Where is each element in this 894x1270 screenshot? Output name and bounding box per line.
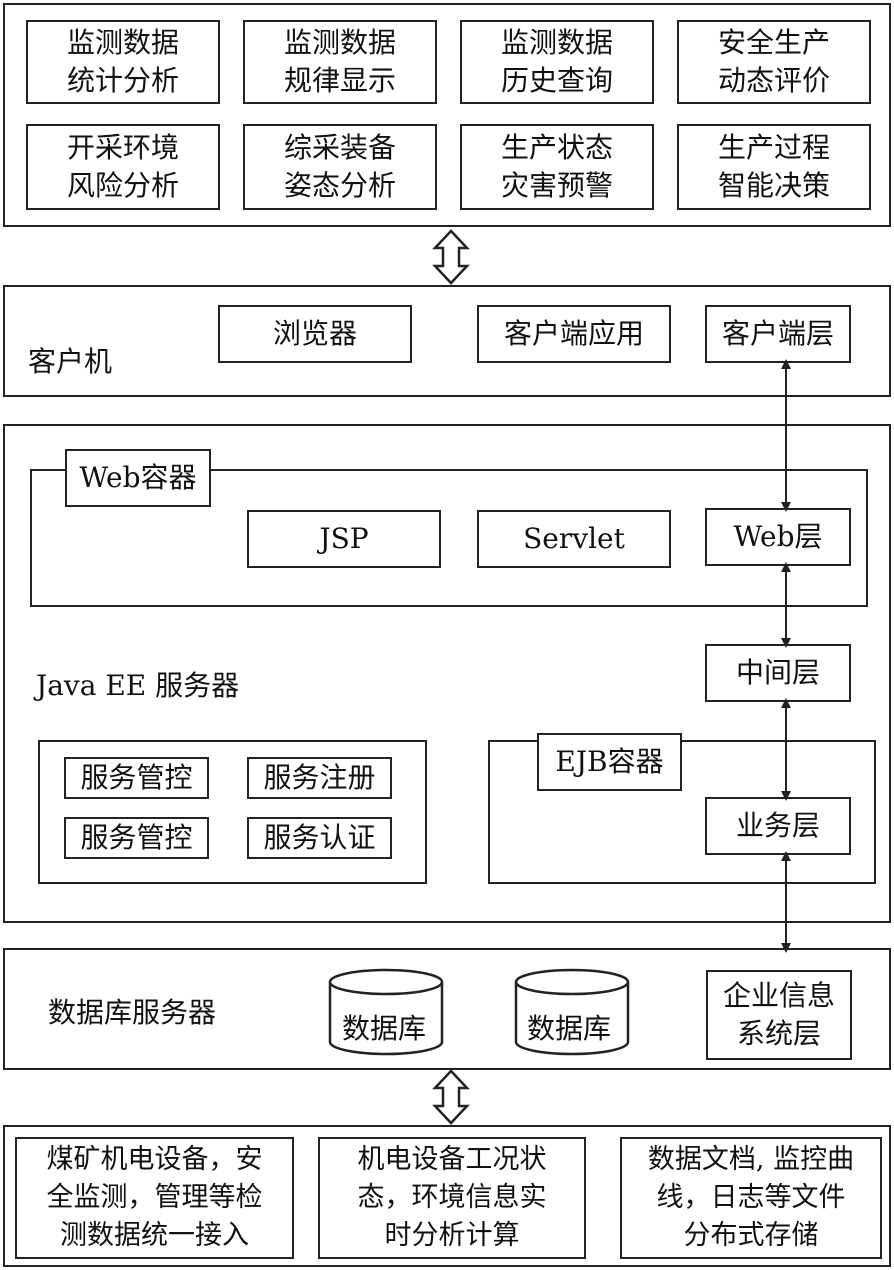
service-control-2: 服务管控 [64,817,209,859]
module-disaster-warning: 生产状态灾害预警 [460,124,654,210]
service-register: 服务注册 [247,757,392,799]
module-pattern-display: 监测数据规律显示 [243,20,437,104]
module-risk-analysis: 开采环境风险分析 [26,124,220,210]
web-container-label: Web容器 [65,449,211,507]
module-smart-decision: 生产过程智能决策 [677,124,871,210]
javaee-title: Java EE 服务器 [36,669,240,702]
database-label-2: 数据库 [527,1012,612,1045]
module-history-query: 监测数据历史查询 [460,20,654,104]
client-layer-box: 客户端层 [705,305,851,363]
middle-layer-box: 中间层 [705,644,851,702]
database-label-1: 数据库 [342,1012,427,1045]
service-control-1: 服务管控 [64,757,209,799]
database-cylinder-2 [514,968,630,1056]
jsp-box: JSP [247,510,441,568]
browser-box: 浏览器 [218,305,412,363]
db-server-title: 数据库服务器 [48,996,217,1029]
module-posture-analysis: 综采装备姿态分析 [243,124,437,210]
double-arrow-top [432,229,470,285]
web-layer-box: Web层 [705,508,851,566]
data-access-box: 煤矿机电设备，安全监测，管理等检测数据统一接入 [15,1137,294,1259]
eis-layer-box: 企业信息系统层 [706,970,852,1060]
module-stat-analysis: 监测数据统计分析 [26,20,220,104]
double-arrow-bottom [432,1069,470,1125]
client-app-box: 客户端应用 [477,305,671,363]
distributed-storage-box: 数据文档, 监控曲线，日志等文件分布式存储 [620,1137,882,1259]
ejb-container-label: EJB容器 [537,733,682,791]
database-cylinder-1 [328,968,444,1056]
servlet-box: Servlet [477,510,671,568]
business-layer-box: 业务层 [705,797,851,855]
client-title: 客户机 [28,345,113,378]
service-auth: 服务认证 [247,817,392,859]
realtime-analysis-box: 机电设备工况状态，环境信息实时分析计算 [318,1137,586,1259]
module-safety-evaluation: 安全生产动态评价 [677,20,871,104]
